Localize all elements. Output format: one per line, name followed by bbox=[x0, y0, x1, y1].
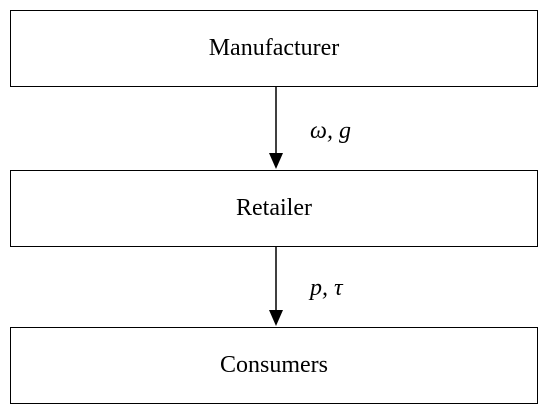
manufacturer-to-retailer-label: ω, g bbox=[310, 118, 351, 144]
consumers-label: Consumers bbox=[220, 352, 328, 378]
down-arrow-icon bbox=[269, 247, 283, 326]
retailer-box: Retailer bbox=[10, 170, 538, 247]
consumers-box: Consumers bbox=[10, 327, 538, 404]
down-arrow-icon bbox=[269, 87, 283, 169]
manufacturer-label: Manufacturer bbox=[208, 35, 340, 61]
retailer-to-consumers-label: p, τ bbox=[310, 275, 343, 301]
manufacturer-box: Manufacturer bbox=[10, 10, 538, 87]
retailer-label: Retailer bbox=[236, 195, 312, 221]
